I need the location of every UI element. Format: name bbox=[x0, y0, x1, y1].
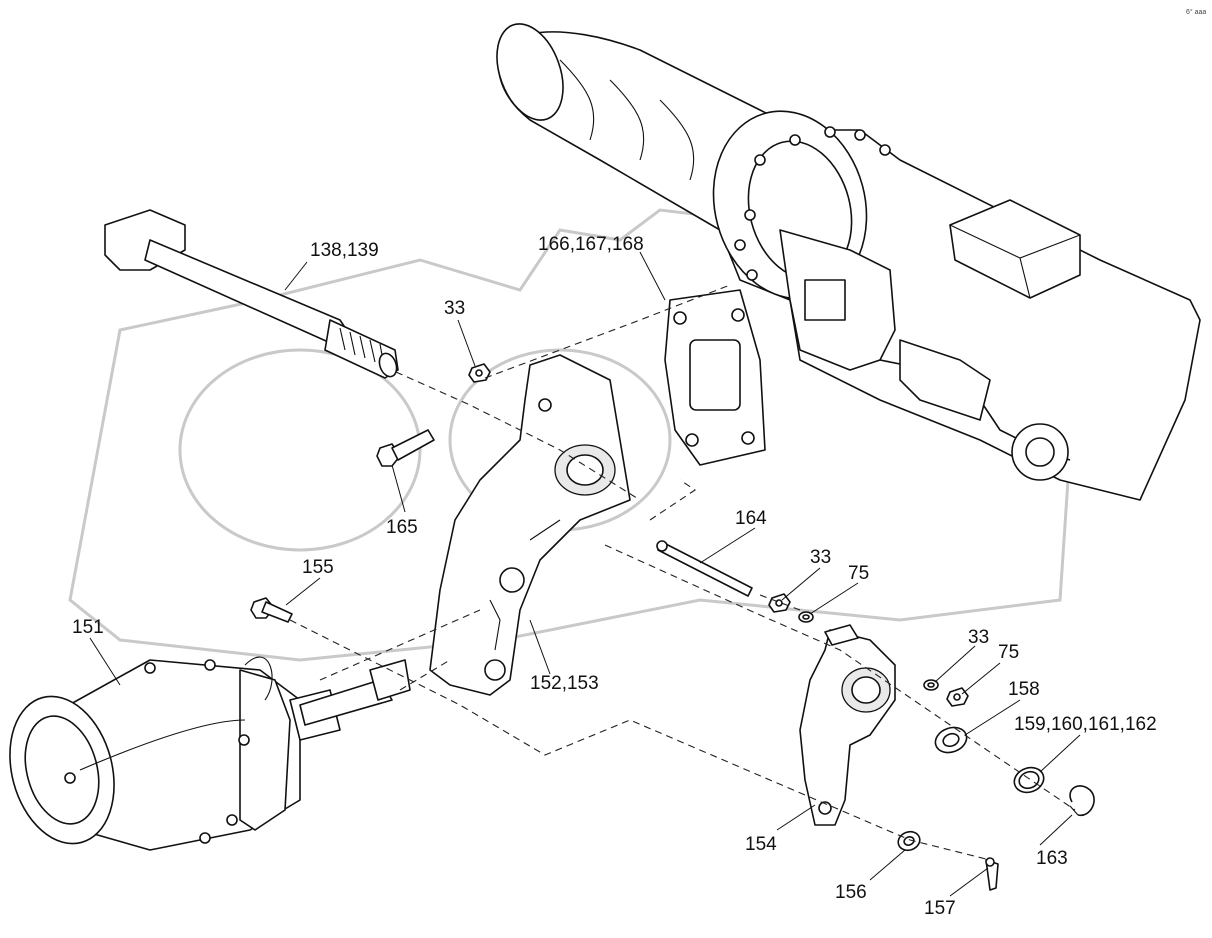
label-157: 157 bbox=[924, 898, 956, 919]
washer-33-lower bbox=[923, 679, 939, 691]
slack-adjuster bbox=[799, 624, 896, 826]
brake-camshaft bbox=[104, 209, 399, 379]
washer-158 bbox=[934, 726, 968, 754]
label-33-middle: 33 bbox=[810, 547, 831, 568]
label-158: 158 bbox=[1008, 679, 1040, 700]
circlip-163 bbox=[1069, 785, 1095, 816]
label-75-lower: 75 bbox=[998, 642, 1019, 663]
label-75-middle: 75 bbox=[848, 563, 869, 584]
gasket bbox=[664, 289, 766, 466]
label-159-160-161-162: 159,160,161,162 bbox=[1014, 714, 1157, 735]
bolt-165 bbox=[376, 429, 435, 467]
label-154: 154 bbox=[745, 834, 777, 855]
label-155: 155 bbox=[302, 557, 334, 578]
label-166-167-168: 166,167,168 bbox=[538, 234, 644, 255]
pin-164 bbox=[656, 540, 753, 597]
nut-75-lower bbox=[946, 687, 969, 707]
label-33-lower: 33 bbox=[968, 627, 989, 648]
label-151: 151 bbox=[72, 617, 104, 638]
bolt-155 bbox=[250, 597, 293, 623]
label-33-top: 33 bbox=[444, 298, 465, 319]
callout-labels: 138,139 166,167,168 33 165 164 33 75 155… bbox=[72, 8, 1206, 919]
washer-75-middle bbox=[798, 611, 814, 623]
label-138-139: 138,139 bbox=[310, 240, 379, 261]
label-152-153: 152,153 bbox=[530, 673, 599, 694]
ring-159-162 bbox=[1013, 766, 1045, 794]
nut-33-middle bbox=[768, 593, 791, 613]
label-165: 165 bbox=[386, 517, 418, 538]
assembly-lines bbox=[289, 284, 1076, 861]
nut-33-top bbox=[468, 363, 491, 383]
axle-housing bbox=[496, 23, 1201, 501]
washer-156 bbox=[897, 830, 921, 852]
label-156: 156 bbox=[835, 882, 867, 903]
label-164: 164 bbox=[735, 508, 767, 529]
brake-chamber bbox=[9, 656, 411, 851]
label-163: 163 bbox=[1036, 848, 1068, 869]
cotter-pin-157 bbox=[985, 857, 999, 891]
corner-mark: 6° aaa bbox=[1186, 8, 1206, 16]
leader-lines bbox=[89, 251, 1081, 897]
